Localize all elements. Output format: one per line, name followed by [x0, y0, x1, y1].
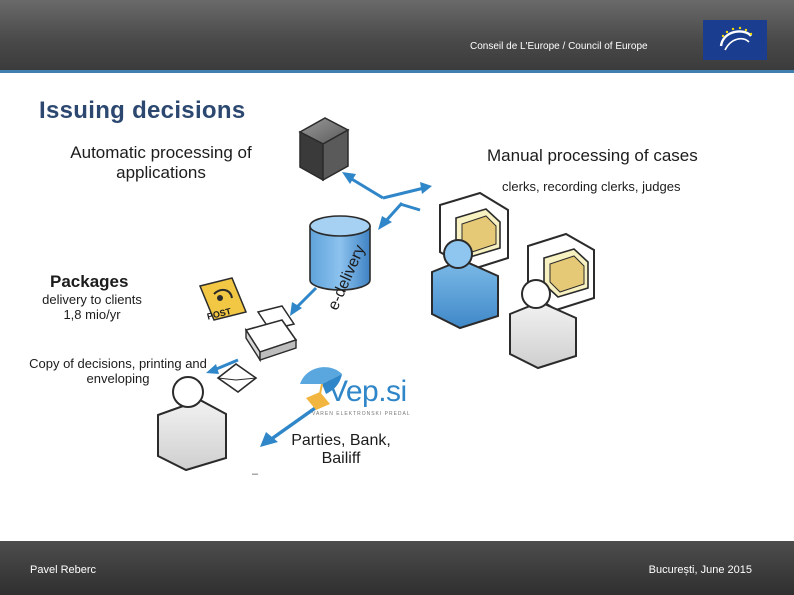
author-name: Pavel Reberc: [30, 564, 97, 576]
user-computer-icon: [431, 191, 509, 330]
packages-label: Packages: [50, 272, 129, 291]
vep-logo-icon: [300, 367, 342, 410]
parties-arrow: [260, 404, 320, 447]
sync-arrows: [342, 172, 432, 230]
automatic-processing-label: Automatic processing of applications: [70, 143, 252, 182]
footer-bar: [0, 541, 794, 595]
manual-processing-title: Manual processing of cases: [487, 146, 698, 165]
printer-icon: [244, 305, 298, 363]
delivery-arrow: [290, 286, 318, 316]
envelope-to-person-arrow: [206, 358, 239, 374]
vep-tagline: VAREN ELEKTRONSKI PREDAL: [312, 411, 411, 417]
parties-label: Parties, Bank, Bailiff: [291, 432, 391, 467]
delivery-to-clients-label: delivery to clients 1,8 mio/yr: [42, 292, 142, 322]
user-icon: [157, 376, 227, 472]
council-flag-icon: [703, 20, 767, 60]
page-title: Issuing decisions: [39, 97, 246, 124]
vep-brand-text: Vep.si: [328, 375, 407, 408]
dash-mark: –: [252, 468, 259, 480]
user-computer-icon: [509, 232, 595, 370]
location-date: București, June 2015: [648, 564, 752, 576]
post-icon: [198, 277, 248, 321]
server-cube-icon: [298, 117, 350, 182]
envelope-icon: [216, 363, 258, 393]
manual-processing-roles: clerks, recording clerks, judges: [502, 179, 681, 194]
header-bar: [0, 0, 794, 72]
org-name: Conseil de L'Europe / Council of Europe: [470, 41, 648, 52]
header-accent-line: [0, 70, 794, 73]
copy-of-decisions-label: Copy of decisions, printing and envelopi…: [29, 356, 207, 386]
database-icon: [309, 215, 371, 291]
